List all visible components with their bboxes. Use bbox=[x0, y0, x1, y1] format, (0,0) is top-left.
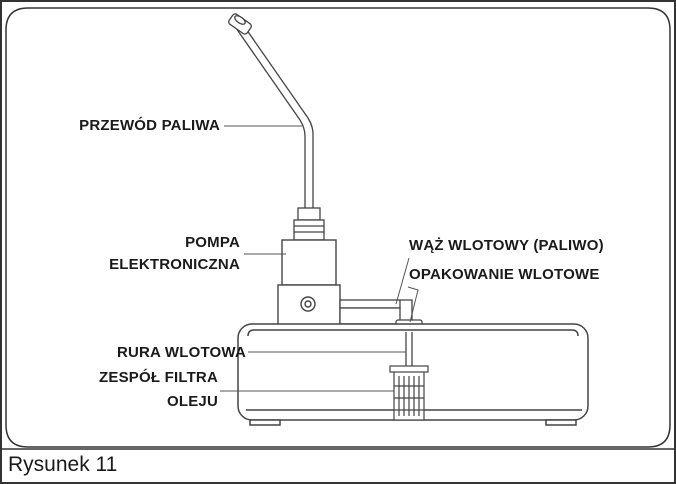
figure-caption: Rysunek 11 bbox=[8, 453, 118, 476]
label-inlet-hose: WĄŻ WLOTOWY (PALIWO) bbox=[409, 237, 604, 254]
label-fuel-line: PRZEWÓD PALIWA bbox=[79, 117, 220, 134]
electronic-pump bbox=[277, 239, 341, 326]
inner-panel bbox=[5, 7, 671, 448]
label-inlet-pack: OPAKOWANIE WLOTOWE bbox=[409, 266, 600, 283]
fuel-line-tube bbox=[235, 25, 314, 208]
label-filter-line1: ZESPÓŁ FILTRA bbox=[99, 369, 218, 386]
leader-inlet-pack bbox=[407, 286, 419, 323]
fuel-line-tip bbox=[228, 13, 252, 35]
label-pump-line1: POMPA bbox=[185, 234, 240, 251]
label-pump-line2: ELEKTRONICZNA bbox=[109, 256, 240, 273]
leader-inlet-hose bbox=[395, 257, 410, 305]
inlet-hose bbox=[339, 299, 413, 325]
leader-lines bbox=[220, 125, 419, 392]
oil-filter-assembly bbox=[389, 365, 429, 421]
label-filter-line2: OLEJU bbox=[166, 393, 218, 410]
pump-connector bbox=[293, 207, 325, 241]
label-inlet-tube: RURA WLOTOWA bbox=[116, 344, 246, 361]
